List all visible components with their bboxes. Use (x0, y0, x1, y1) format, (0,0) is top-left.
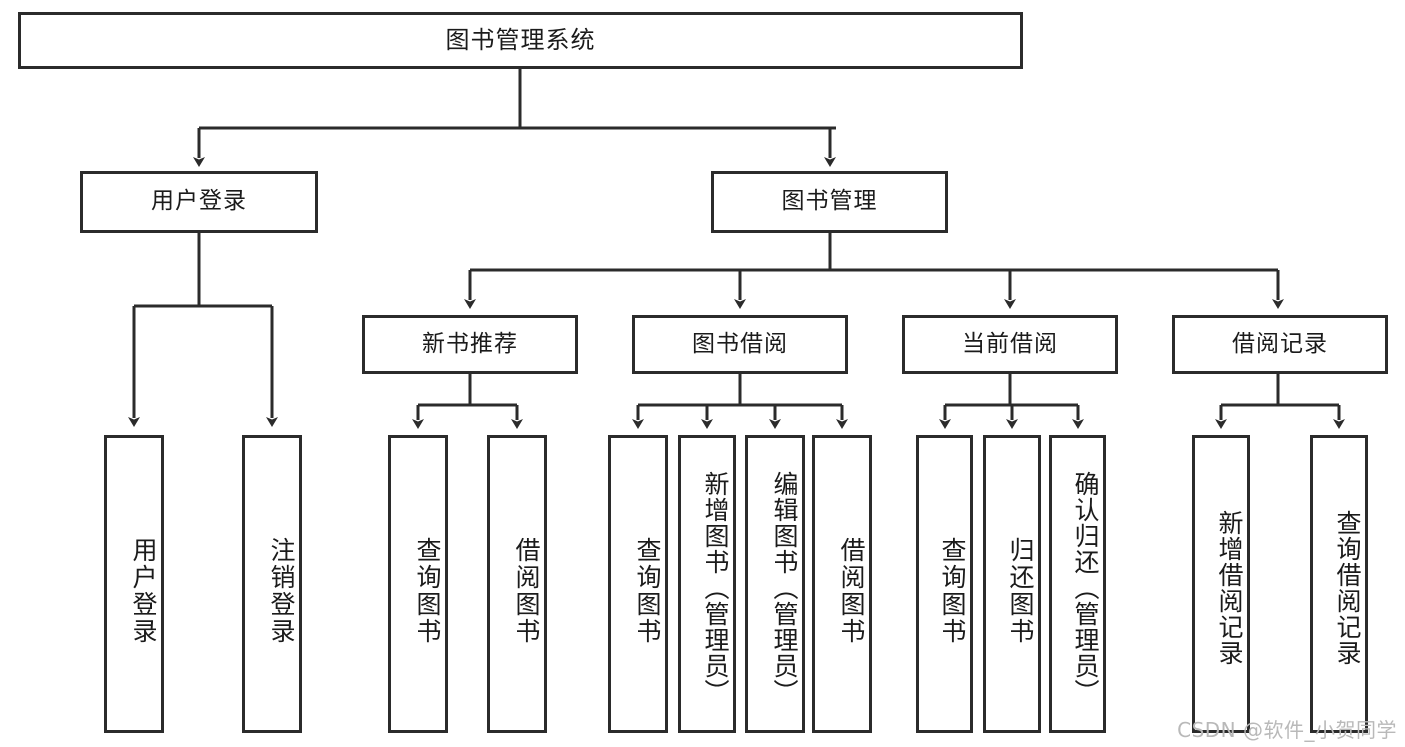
node-label: 编辑图书（管理员） (770, 471, 799, 705)
node-label: 归还图书 (1006, 537, 1035, 645)
node-label: 图书管理系统 (445, 26, 596, 55)
leaf-borrow-book-recommendation[interactable]: 借阅图书 (487, 435, 547, 733)
leaf-query-book-recommendation[interactable]: 查询图书 (388, 435, 448, 733)
leaf-borrow-book-borrowing[interactable]: 借阅图书 (812, 435, 872, 733)
node-new-book-recommendation[interactable]: 新书推荐 (362, 315, 578, 374)
leaf-query-borrowing-record[interactable]: 查询借阅记录 (1310, 435, 1368, 733)
node-label: 用户登录 (129, 537, 158, 645)
leaf-confirm-return-admin[interactable]: 确认归还（管理员） (1049, 435, 1106, 733)
node-book-borrowing[interactable]: 图书借阅 (632, 315, 848, 374)
node-label: 查询图书 (413, 537, 442, 645)
node-label: 用户登录 (151, 188, 247, 215)
node-label: 确认归还（管理员） (1071, 471, 1100, 705)
node-book-management[interactable]: 图书管理 (711, 171, 948, 233)
node-label: 新增借阅记录 (1215, 510, 1244, 666)
node-label: 注销登录 (267, 537, 296, 645)
node-label: 借阅图书 (512, 537, 541, 645)
node-user-login[interactable]: 用户登录 (80, 171, 318, 233)
node-label: 借阅记录 (1232, 330, 1328, 357)
leaf-return-book[interactable]: 归还图书 (983, 435, 1041, 733)
node-label: 新增图书（管理员） (701, 471, 730, 705)
node-borrowing-record[interactable]: 借阅记录 (1172, 315, 1388, 374)
leaf-edit-book-admin[interactable]: 编辑图书（管理员） (745, 435, 805, 733)
node-root[interactable]: 图书管理系统 (18, 12, 1023, 69)
node-label: 查询图书 (938, 537, 967, 645)
node-label: 新书推荐 (422, 330, 518, 357)
node-label: 借阅图书 (837, 537, 866, 645)
leaf-query-book-borrowing[interactable]: 查询图书 (608, 435, 668, 733)
node-label: 查询图书 (633, 537, 662, 645)
leaf-user-login[interactable]: 用户登录 (104, 435, 164, 733)
watermark: CSDN @软件_小贺同学 (1177, 718, 1397, 742)
leaf-add-borrowing-record[interactable]: 新增借阅记录 (1192, 435, 1250, 733)
node-label: 图书管理 (781, 188, 878, 215)
node-label: 查询借阅记录 (1333, 510, 1362, 666)
node-current-borrowing[interactable]: 当前借阅 (902, 315, 1118, 374)
leaf-user-logout[interactable]: 注销登录 (242, 435, 302, 733)
node-label: 图书借阅 (692, 330, 788, 357)
leaf-query-book-current[interactable]: 查询图书 (916, 435, 973, 733)
leaf-add-book-admin[interactable]: 新增图书（管理员） (678, 435, 736, 733)
node-label: 当前借阅 (962, 330, 1058, 357)
